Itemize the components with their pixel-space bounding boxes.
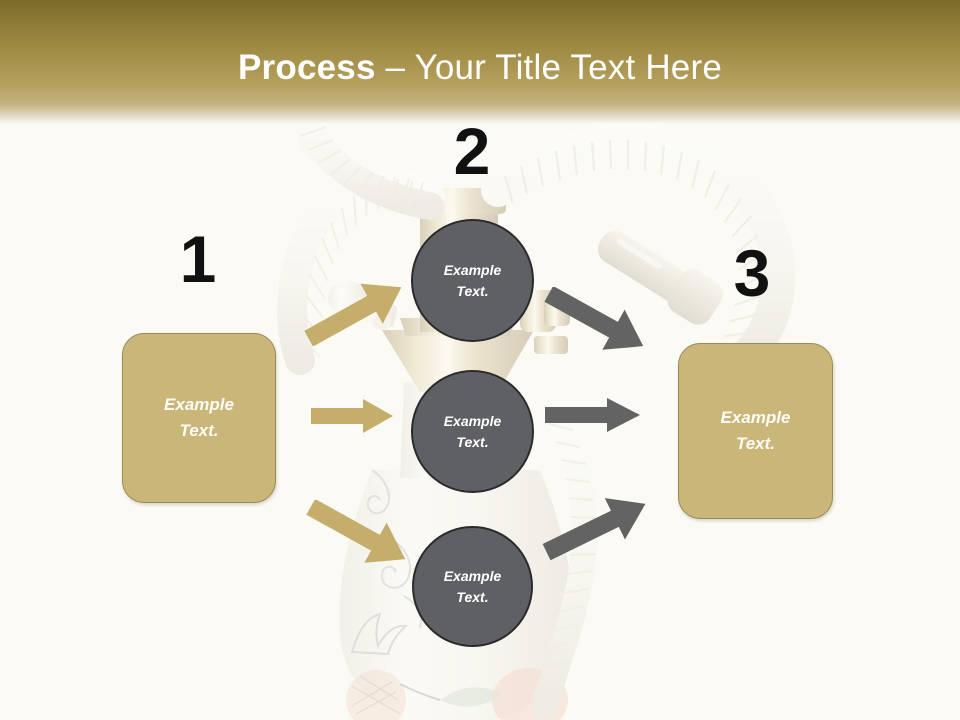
right-example-box-text: Example Text. [721,405,791,457]
left-example-box-line2: Text. [179,421,219,440]
circle-step-middle[interactable]: Example Text. [411,370,534,493]
circle-step-top-line1: Example [443,261,502,278]
circle-step-middle-text: Example Text. [444,411,502,453]
arrow-circle-top-to-right-box [544,287,644,350]
left-example-box-line1: Example [164,395,234,414]
page-title-rest: – Your Title Text Here [375,48,722,87]
step-number-2: 2 [453,114,491,188]
right-example-box-line1: Example [720,408,791,427]
circle-step-bottom-line2: Text. [456,588,489,605]
title-bar [0,0,960,124]
circle-step-bottom[interactable]: Example Text. [412,526,533,647]
page-title: Process – Your Title Text Here [0,48,960,88]
step-number-3: 3 [733,236,771,310]
circle-step-top[interactable]: Example Text. [411,219,534,342]
circle-step-top-line2: Text. [456,282,489,299]
arrow-circle-middle-to-right-box [545,398,640,432]
left-example-box-text: Example Text. [164,392,234,444]
step-number-1: 1 [179,222,217,296]
circle-step-bottom-text: Example Text. [444,566,502,608]
right-example-box-line2: Text. [735,434,776,453]
circle-step-bottom-line1: Example [443,567,502,584]
left-example-box[interactable]: Example Text. [122,333,276,503]
arrow-circle-bottom-to-right-box [542,498,646,561]
page-title-strong: Process [238,48,376,87]
circle-step-top-text: Example Text. [444,260,502,302]
arrow-left-box-to-circle-top [304,283,402,346]
right-example-box[interactable]: Example Text. [678,343,833,519]
arrow-left-box-to-circle-bottom [306,500,406,563]
arrow-left-box-to-circle-middle [311,399,393,433]
circle-step-middle-line2: Text. [456,433,489,450]
circle-step-middle-line1: Example [443,412,502,429]
